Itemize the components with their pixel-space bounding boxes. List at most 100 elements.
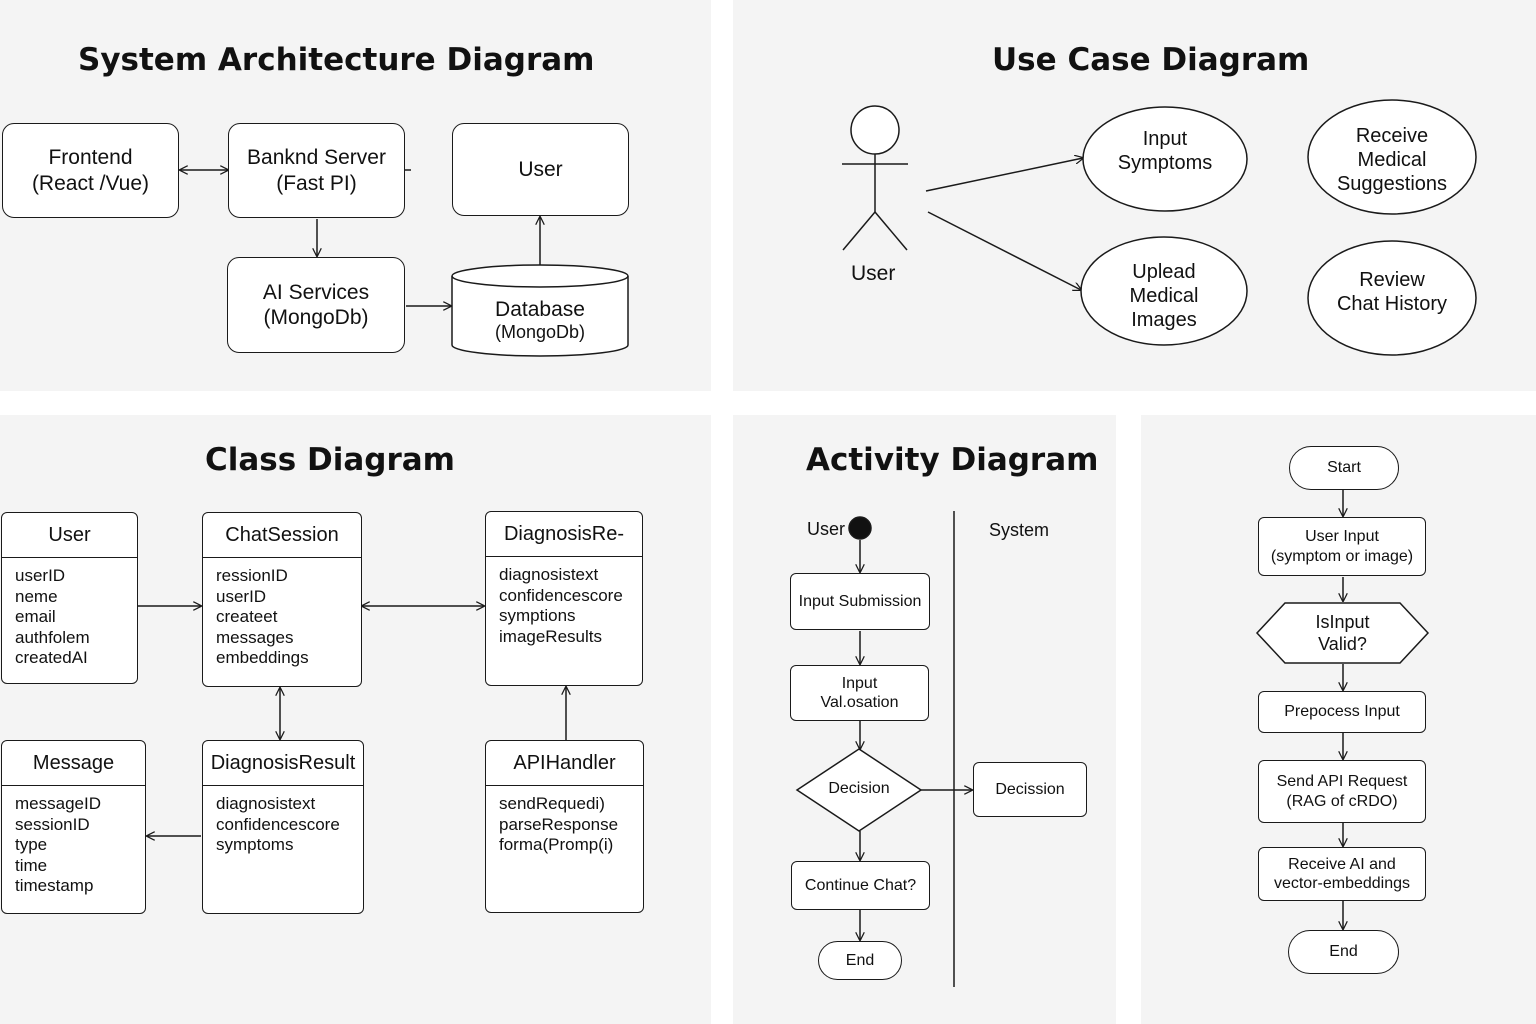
class-chatsession: ChatSession ressionID userID createet me… bbox=[202, 512, 362, 687]
activity-end-label: End bbox=[845, 951, 875, 969]
lane-user-label: User bbox=[807, 519, 846, 539]
system-decision-box: Decission bbox=[973, 762, 1087, 817]
lane-system-label: System bbox=[989, 520, 1050, 540]
class-attribute: email bbox=[15, 607, 56, 627]
flow-user-input-line: User Input bbox=[1305, 528, 1379, 546]
flow-send-api-line: (RAG of cRDO) bbox=[1286, 792, 1398, 810]
activity-initial-node bbox=[848, 516, 872, 540]
usecase-text: Images bbox=[1131, 309, 1197, 331]
class-attribute: parseResponse bbox=[499, 814, 619, 834]
flow-isvalid-line: Valid? bbox=[1318, 633, 1367, 654]
usecase-text: Receive bbox=[1355, 125, 1429, 147]
usecase-ellipse-upload-images bbox=[1080, 236, 1248, 346]
class-attribute: diagnosistext bbox=[216, 794, 316, 813]
flow-preprocess-label: Prepocess Input bbox=[1284, 703, 1400, 721]
database-subtitle: (MongoDb) bbox=[494, 322, 586, 343]
input-validation-line: Input bbox=[841, 674, 878, 692]
actor-to-input-symptoms-arrow bbox=[925, 158, 1083, 192]
actor-right-leg bbox=[874, 211, 908, 251]
usecase-ellipse-receive-suggestions bbox=[1307, 99, 1477, 215]
actor-to-upload-images-arrow bbox=[927, 211, 1081, 290]
class-name: DiagnosisResult bbox=[203, 741, 363, 786]
class-attribute: confidencescore bbox=[499, 585, 623, 605]
class-name: APIHandler bbox=[486, 741, 643, 786]
database-cylinder-rim bbox=[451, 275, 629, 288]
class-user: User userID neme email authfolem created… bbox=[1, 512, 138, 684]
flow-send-api-box: Send API Request(RAG of cRDO) bbox=[1258, 760, 1426, 823]
usecase-receive-suggestions: Receive Medical Suggestions bbox=[1308, 124, 1476, 196]
class-attribute: createdAI bbox=[15, 648, 88, 668]
class-attribute: ressionID bbox=[216, 566, 288, 585]
class-attribute: symptoms bbox=[216, 835, 294, 855]
system-decision-label: Decission bbox=[995, 780, 1065, 798]
class-apihandler: APIHandler sendRequedi) parseResponse fo… bbox=[485, 740, 644, 913]
flow-receive-ai-line: Receive AI and bbox=[1288, 855, 1396, 873]
database-label: Database (MongoDb) bbox=[452, 297, 628, 344]
class-attribute: sessionID bbox=[15, 814, 90, 834]
usecase-input-symptoms: Input Symptoms bbox=[1083, 127, 1247, 175]
frontend-box: Frontend(React /Vue) bbox=[2, 123, 179, 218]
backend-server-box: Banknd Server(Fast PI) bbox=[228, 123, 405, 218]
isvalid-hexagon bbox=[1255, 602, 1430, 664]
class-diagnosis-report: DiagnosisRe- diagnosistext confidencesco… bbox=[485, 511, 643, 686]
class-message: Message messageID sessionID type time ti… bbox=[1, 740, 146, 914]
decision-diamond bbox=[795, 748, 923, 832]
frontend-title: Frontend bbox=[48, 146, 133, 170]
usecase-upload-images: Uplead Medical Images bbox=[1081, 260, 1247, 332]
usecase-text: Medical bbox=[1357, 149, 1427, 171]
activity-end-node: End bbox=[818, 941, 902, 980]
usecase-review-history: Review Chat History bbox=[1308, 268, 1476, 316]
usecase-ellipse-input-symptoms bbox=[1082, 106, 1248, 212]
class-name: DiagnosisRe- bbox=[486, 512, 642, 557]
usecase-text: Symptoms bbox=[1117, 152, 1213, 174]
flow-isvalid-line: IsInput bbox=[1315, 612, 1370, 632]
flow-send-api-line: Send API Request bbox=[1276, 773, 1408, 791]
usecase-text: Suggestions bbox=[1336, 173, 1448, 195]
usecase-text: Input bbox=[1142, 128, 1188, 150]
class-attribute: neme bbox=[15, 586, 58, 606]
class-attribute: embeddings bbox=[216, 648, 309, 668]
frontend-subtitle: (React /Vue) bbox=[31, 171, 150, 195]
flow-receive-ai-line: vector-embeddings bbox=[1273, 875, 1411, 892]
usecase-title: Use Case Diagram bbox=[992, 42, 1310, 78]
usecase-ellipse-review-history bbox=[1307, 240, 1477, 356]
backend-subtitle: (Fast PI) bbox=[276, 171, 357, 195]
class-attribute: type bbox=[15, 835, 48, 855]
input-submission-label: Input Submission bbox=[798, 592, 922, 610]
decision-label: Decision bbox=[828, 780, 890, 797]
class-attribute: time bbox=[15, 855, 48, 875]
class-attribute: forma(Promp(i) bbox=[499, 835, 614, 855]
activity-title: Activity Diagram bbox=[806, 442, 1099, 478]
class-attribute: sendRequedi) bbox=[499, 794, 605, 813]
database-title: Database bbox=[495, 298, 585, 321]
class-diagnosisresult: DiagnosisResult diagnosistext confidence… bbox=[202, 740, 364, 914]
usecase-text: Medical bbox=[1129, 285, 1199, 307]
actor-label: User bbox=[851, 262, 896, 285]
flow-end-node: End bbox=[1288, 930, 1399, 974]
class-attribute: diagnosistext bbox=[499, 565, 599, 584]
ai-services-subtitle: (MongoDb) bbox=[263, 306, 369, 329]
backend-title: Banknd Server bbox=[247, 146, 386, 170]
class-name: User bbox=[2, 513, 137, 558]
database-cylinder bbox=[451, 264, 629, 357]
class-attribute: messages bbox=[216, 627, 294, 647]
usecase-text: Chat History bbox=[1336, 293, 1448, 315]
flow-end-label: End bbox=[1329, 943, 1358, 961]
flow-preprocess-box: Prepocess Input bbox=[1258, 691, 1426, 733]
class-attribute: createet bbox=[216, 607, 278, 627]
ai-services-title: AI Services bbox=[262, 280, 370, 304]
flow-receive-ai-box: Receive AI and vector-embeddings bbox=[1258, 847, 1426, 901]
actor-head bbox=[850, 105, 900, 155]
input-submission-box: Input Submission bbox=[790, 573, 930, 630]
class-name: ChatSession bbox=[203, 513, 361, 558]
class-attribute: userID bbox=[216, 586, 267, 606]
flow-start-label: Start bbox=[1327, 459, 1361, 477]
input-validation-line: Val.osation bbox=[820, 694, 899, 711]
flow-user-input-box: User Input(symptom or image) bbox=[1258, 517, 1426, 576]
class-name: Message bbox=[2, 741, 145, 786]
flow-user-input-line: (symptom or image) bbox=[1270, 547, 1414, 565]
usecase-text: Review bbox=[1359, 269, 1425, 291]
user-box-label: User bbox=[518, 157, 563, 181]
user-box: User bbox=[452, 123, 629, 216]
